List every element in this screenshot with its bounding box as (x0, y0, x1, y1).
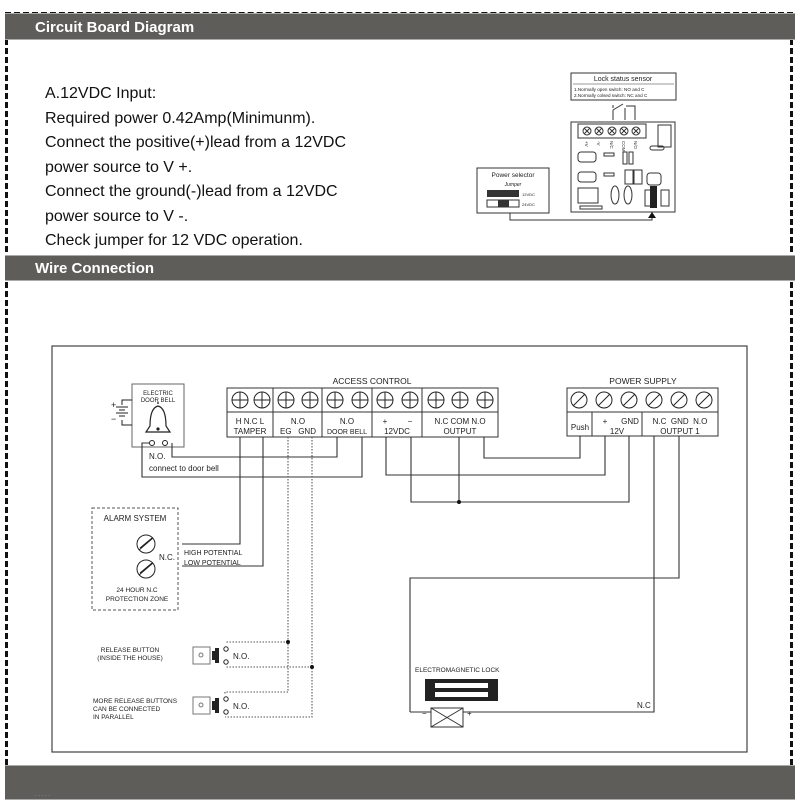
ac-label-tamper: TAMPER (234, 427, 267, 436)
terminal-label: N/O (633, 141, 638, 150)
release1-no: N.O. (233, 652, 249, 661)
jumper-block (650, 186, 657, 208)
alarm-screws (136, 534, 156, 579)
alarm-zone2: PROTECTION ZONE (106, 596, 169, 603)
alarm-low: LOW POTENTIAL (184, 560, 241, 567)
instruction-line: Connect the positive(+)lead from a 12VDC (45, 134, 347, 151)
jumper-label: Jumper (504, 182, 522, 188)
lock-status-title: Lock status sensor (594, 76, 653, 83)
bell-minus: − (111, 414, 116, 424)
alarm-high: HIGH POTENTIAL (184, 550, 242, 557)
input-instructions: A.12VDC Input: Required power 0.42Amp(Mi… (45, 82, 346, 254)
door-bell-connect: connect to door bell (149, 464, 219, 473)
door-bell-title2: DOOR BELL (141, 398, 176, 404)
em-lock-icon (425, 679, 498, 701)
ps-label-output1: OUTPUT 1 (660, 427, 700, 436)
alarm-title: ALARM SYSTEM (104, 514, 167, 523)
release2-line2: CAN BE CONNECTED (93, 706, 160, 713)
release2-line3: IN PARALLEL (93, 714, 134, 721)
alarm-zone1: 24 HOUR N.C (116, 587, 157, 594)
bell-plus: + (111, 400, 116, 410)
instruction-line: Connect the ground(-)lead from a 12VDC (45, 183, 338, 200)
ac-label-12vdc: 12VDC (384, 427, 410, 436)
release-wires (224, 437, 313, 718)
terminal-label: COM (621, 141, 626, 152)
terminal-label: N/C (609, 141, 614, 150)
release-button-icon (192, 696, 229, 715)
footer-bar: ..... (5, 765, 795, 800)
ac-label-output-top: N.C COM N.O (434, 417, 485, 426)
ac-label-plus: + (383, 417, 388, 426)
ac-label-output: OUTPUT (444, 427, 477, 436)
door-bell-box (131, 383, 185, 448)
wires (141, 436, 680, 713)
jumper-12vdc: 12VDC (522, 192, 535, 197)
ac-label-eg-gnd: EG GND (280, 427, 316, 436)
power-selector-title: Power selector (492, 172, 536, 179)
terminal-label: +V (584, 141, 589, 147)
release2-line1: MORE RELEASE BUTTONS (93, 698, 178, 705)
bell-icon (144, 402, 172, 433)
ac-label-bell-top: N.O (340, 417, 354, 426)
power-supply-block (566, 387, 719, 437)
door-bell-title1: ELECTRIC (143, 391, 173, 397)
ac-label-doorbell: DOOR BELL (327, 429, 367, 436)
board-terminals (582, 126, 641, 136)
power-supply-title: POWER SUPPLY (609, 376, 677, 386)
instruction-line: A.12VDC Input: (45, 85, 157, 102)
wiring-border (51, 345, 748, 753)
ps-label-plus: + (603, 417, 608, 426)
em-lock-title: ELECTROMAGNETIC LOCK (415, 667, 500, 674)
power-supply-screws (570, 391, 713, 409)
alarm-nc: N.C. (159, 553, 175, 562)
battery-icon (116, 399, 132, 426)
jumper-24vdc: 24VDC (522, 202, 535, 207)
junction-dot (457, 500, 461, 504)
ps-label-12v: 12V (610, 427, 625, 436)
ps-label-gnd: GND (621, 417, 639, 426)
release-button-icon (192, 646, 229, 665)
instruction-line: Check jumper for 12 VDC operation. (45, 232, 303, 249)
wire-connection-header: Wire Connection (5, 255, 795, 281)
alarm-system-box (91, 507, 179, 611)
instruction-line: power source to V -. (45, 207, 189, 225)
em-lock-coil-icon (430, 707, 464, 728)
access-control-title: ACCESS CONTROL (333, 376, 412, 386)
release1-line1: RELEASE BUTTON (101, 647, 160, 654)
em-lock-plus: + (467, 709, 472, 718)
terminal-label: -V (596, 141, 601, 146)
release1-line2: (INSIDE THE HOUSE) (97, 655, 163, 662)
em-lock-minus: − (422, 709, 427, 718)
access-control-screws (231, 391, 494, 409)
instruction-line: power source to V +. (45, 158, 193, 176)
em-lock-nc: N.C (637, 701, 651, 710)
release2-no: N.O. (233, 702, 249, 711)
circuit-board-title: Circuit Board Diagram (35, 19, 195, 36)
ac-label-tamper-top: H N.C L (236, 417, 265, 426)
ps-label-push: Push (571, 423, 589, 432)
lock-status-line2: 2.Normally colsed switch: NC and C (574, 93, 648, 98)
ps-label-output-top: N.C GND N.O (653, 417, 708, 426)
circuit-board-header: Circuit Board Diagram (5, 13, 795, 40)
lock-status-line1: 1.Normally open switch: NO and C (574, 87, 645, 92)
lock-status-box (570, 72, 677, 101)
door-bell-no: N.O. (149, 452, 165, 461)
wire-connection-title: Wire Connection (35, 260, 155, 277)
ac-label-eg-top: N.O (291, 417, 305, 426)
jumper-arrow-icon (648, 212, 656, 218)
footer-label: ..... (35, 792, 52, 798)
ac-label-minus: − (408, 417, 413, 426)
circuit-board-diagram: +V -V N/C COM N/O Lock status sensor 1.N… (476, 72, 677, 221)
instruction-line: Required power 0.42Amp(Minimunm). (45, 109, 316, 127)
